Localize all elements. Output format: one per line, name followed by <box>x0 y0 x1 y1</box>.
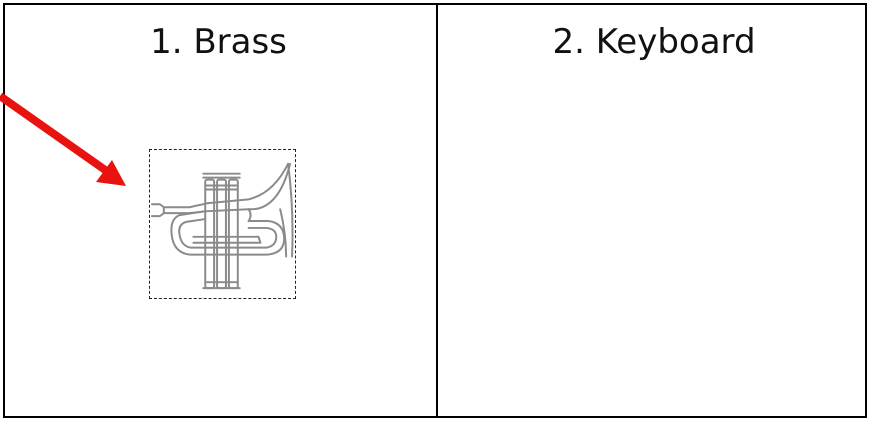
category-label-brass: 1. Brass <box>150 22 287 62</box>
grid-border-right <box>865 3 867 418</box>
grid-border-top <box>3 3 867 5</box>
category-cell-brass[interactable]: 1. Brass <box>0 0 437 421</box>
grid-divider <box>436 3 438 418</box>
category-label-keyboard: 2. Keyboard <box>552 22 756 62</box>
draggable-trumpet-item[interactable] <box>149 149 296 299</box>
trumpet-icon <box>150 162 294 290</box>
category-cell-keyboard[interactable]: 2. Keyboard <box>437 0 871 421</box>
grid-border-bottom <box>3 416 867 418</box>
grid-border-left <box>3 3 5 418</box>
